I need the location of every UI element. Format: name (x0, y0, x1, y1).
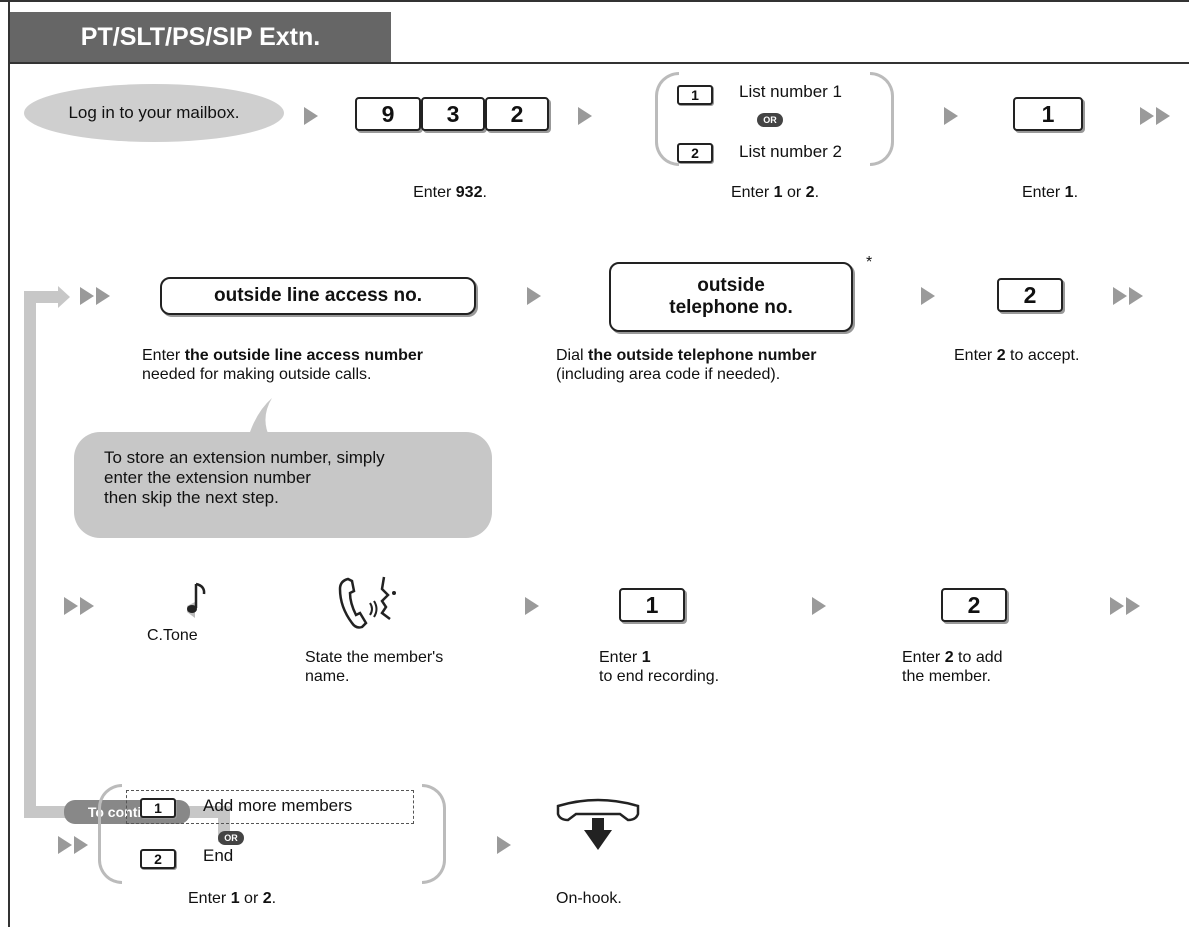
on-hook-caption: On-hook. (556, 890, 622, 907)
key-2: 2 (485, 97, 549, 131)
arrow-icon (527, 287, 541, 305)
state-name-caption: State the member's name. (305, 648, 505, 686)
on-hook-handset-icon (556, 798, 640, 850)
continue-arrow-icon (1140, 107, 1170, 125)
bracket-left (655, 72, 679, 166)
enter-932-caption: Enter 932. (413, 184, 487, 201)
continue-arrow-icon (64, 597, 94, 615)
telephone-caption: Dial the outside telephone number(includ… (556, 347, 817, 383)
caption-line: name. (305, 668, 350, 685)
key-2: 2 (997, 278, 1063, 312)
arrow-icon (921, 287, 935, 305)
arrow-icon (944, 107, 958, 125)
caption-line: State the member's (305, 649, 444, 666)
enter-1-or-2-caption: Enter 1 or 2. (730, 184, 820, 201)
key-1: 1 (140, 798, 176, 818)
speaking-handset-icon (338, 576, 396, 629)
loop-option-highlight (126, 790, 414, 824)
frame-left-border (8, 0, 10, 927)
key-2: 2 (140, 849, 176, 869)
key-1: 1 (619, 588, 685, 622)
or-badge: OR (218, 831, 244, 845)
bracket-left (98, 784, 122, 884)
accept-caption: Enter 2 to accept. (954, 347, 1080, 364)
continue-arrow-icon (1110, 597, 1140, 615)
loop-line-top (24, 291, 60, 303)
continue-arrow-icon (58, 836, 88, 854)
loop-line-vertical (24, 291, 36, 818)
asterisk-note: * (866, 254, 873, 271)
arrow-icon (525, 597, 539, 615)
header-divider (10, 62, 1189, 64)
frame-top-border (0, 0, 1189, 2)
enter-1-caption: Enter 1. (1021, 184, 1079, 201)
continue-arrow-icon (1113, 287, 1143, 305)
bubble-line: then skip the next step. (104, 488, 279, 507)
key-1: 1 (677, 85, 713, 105)
arrow-icon (304, 107, 318, 125)
outside-line-access-box: outside line access no. (160, 277, 476, 315)
or-badge: OR (757, 113, 783, 127)
arrow-icon (812, 597, 826, 615)
arrow-icon (497, 836, 511, 854)
loop-arrow-icon (58, 286, 70, 308)
tel-box-line1: outside (697, 275, 765, 296)
bracket-right (870, 72, 894, 166)
music-note-icon (187, 582, 206, 618)
arrow-icon (578, 107, 592, 125)
key-2: 2 (941, 588, 1007, 622)
key-1: 1 (1013, 97, 1083, 131)
bubble-line: To store an extension number, simply (104, 448, 385, 467)
outside-telephone-box: outside telephone no. (609, 262, 853, 332)
key-2: 2 (677, 143, 713, 163)
tel-box-line2: telephone no. (669, 297, 793, 318)
enter-1-or-2-caption: Enter 1 or 2. (188, 890, 277, 907)
key-9: 9 (355, 97, 421, 131)
continue-arrow-icon (80, 287, 110, 305)
confirmation-tone-label: C.Tone (147, 627, 198, 644)
extension-note-bubble: To store an extension number, simply ent… (74, 432, 492, 538)
bracket-right (422, 784, 446, 884)
key-3: 3 (421, 97, 485, 131)
page-title: PT/SLT/PS/SIP Extn. (10, 12, 391, 62)
end-label: End (203, 846, 234, 865)
list-number-2-label: List number 2 (739, 142, 842, 161)
add-more-members-label: Add more members (203, 796, 353, 815)
speech-bubble-tail (248, 398, 272, 438)
login-step: Log in to your mailbox. (24, 84, 284, 142)
list-number-1-label: List number 1 (739, 82, 842, 101)
bubble-line: enter the extension number (104, 468, 311, 487)
